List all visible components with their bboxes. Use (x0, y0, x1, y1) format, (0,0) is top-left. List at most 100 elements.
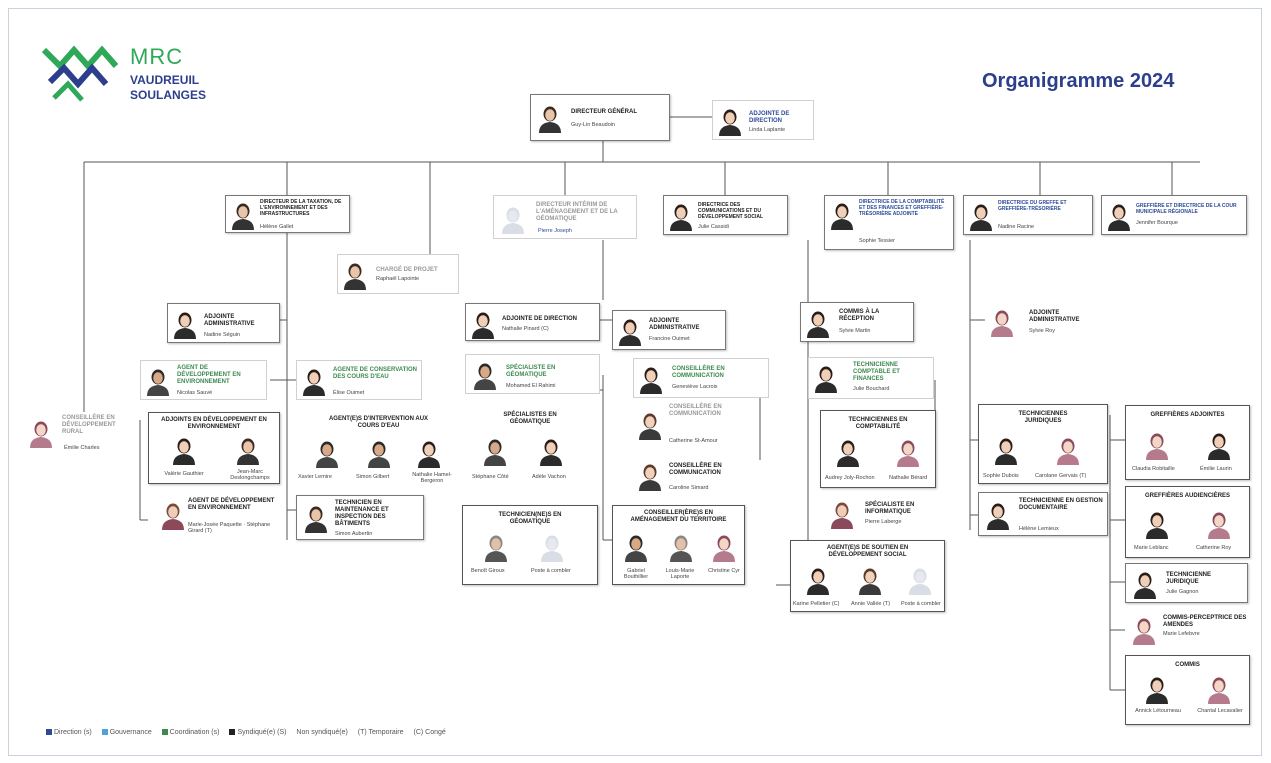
avatar (1206, 430, 1232, 460)
node-name: Jennifer Bourque (1136, 220, 1178, 226)
node-title: COMMIS À LA RÉCEPTION (839, 309, 880, 322)
node-name: Julie Cassidi (698, 224, 729, 230)
legend-item: (C) Congé (413, 729, 446, 736)
node-title: DIRECTRICE DES COMMUNICATIONS ET DU DÉVE… (698, 202, 764, 220)
group-title: COMMIS (1175, 662, 1200, 668)
node-dir-environnement: DIRECTEUR DE LA TAXATION, DE L'ENVIRONNE… (225, 195, 350, 233)
group-conseillers-amenagement: CONSEILLER(ÈRE)S EN AMÉNAGEMENT DU TERRI… (612, 505, 745, 585)
node-title: TECHNICIEN EN MAINTENANCE ET INSPECTION … (335, 500, 389, 527)
node-commis-reception: COMMIS À LA RÉCEPTION Sylvie Martin (800, 302, 914, 342)
node-name: Sylvie Martin (839, 328, 871, 334)
node-specialiste-geomatique: SPÉCIALISTE EN GÉOMATIQUE Mohamed El Rah… (465, 354, 600, 394)
avatar (482, 436, 508, 466)
node-name: Sylvie Roy (1029, 328, 1055, 334)
node-title: AGENT DE DÉVELOPPEMENT EN ENVIRONNEMENT (188, 498, 275, 511)
node-dir-greffe: DIRECTRICE DU GREFFE ET GREFFIÈRE-TRÉSOR… (963, 195, 1093, 235)
node-conseillere-communication-3: CONSEILLÈRE EN COMMUNICATION Caroline Si… (633, 455, 759, 499)
node-agent-dev-env: AGENT DE DÉVELOPPEMENT EN ENVIRONNEMENT … (140, 360, 267, 400)
avatar (235, 435, 261, 465)
member-name: Christine Cyr (708, 568, 740, 574)
mrc-logo: MRC VAUDREUIL SOULANGES (40, 38, 230, 108)
node-adjointe-direction: ADJOINTE DE DIRECTION Linda Laplante (712, 100, 814, 140)
node-name: Nicolas Sauvé (177, 390, 213, 396)
avatar (483, 532, 509, 562)
group-title: TECHNICIENNES EN COMPTABILITÉ (848, 417, 908, 430)
group-title: CONSEILLER(ÈRE)S EN AMÉNAGEMENT DU TERRI… (630, 510, 727, 523)
avatar (1206, 674, 1232, 704)
member-name: Catherine Roy (1196, 545, 1232, 551)
node-title: DIRECTEUR INTÉRIM DE L'AMÉNAGEMENT ET DE… (536, 202, 618, 222)
group-adjoints-dev-env: ADJOINTS EN DÉVELOPPEMENT EN ENVIRONNEME… (148, 412, 280, 484)
member-name: Louis-Marie Laporte (665, 568, 695, 580)
legend-item: Gouvernance (101, 729, 152, 736)
node-adjointe-admin-comm: ADJOINTE ADMINISTRATIVE Francine Ouimet (612, 310, 726, 350)
legend-swatch (161, 729, 168, 736)
node-title: CONSEILLÈRE EN COMMUNICATION (672, 366, 725, 379)
member-name: Poste à combler (901, 601, 941, 607)
node-title: CHARGÉ DE PROJET (376, 267, 438, 273)
avatar (993, 435, 1019, 465)
avatar (805, 308, 831, 338)
node-title: ADJOINTE ADMINISTRATIVE (204, 314, 255, 327)
node-adjointe-admin-env: ADJOINTE ADMINISTRATIVE Nadine Séguin (167, 303, 280, 343)
group-title: ADJOINTS EN DÉVELOPPEMENT EN ENVIRONNEME… (161, 417, 267, 430)
node-title: ADJOINTE ADMINISTRATIVE (649, 318, 700, 331)
legend-swatch (229, 729, 236, 736)
group-techniciens-geomatique: TECHNICIEN(NE)S EN GÉOMATIQUE Benoît Gir… (462, 505, 598, 585)
node-title: DIRECTEUR GÉNÉRAL (571, 109, 638, 115)
node-directeur-general: DIRECTEUR GÉNÉRAL Guy-Lin Beaudoin (530, 94, 670, 141)
avatar (171, 435, 197, 465)
avatar (895, 437, 921, 467)
avatar (500, 204, 526, 234)
node-name: Guy-Lin Beaudoin (571, 122, 616, 128)
avatar (1131, 615, 1157, 645)
member-name: Marie Leblanc (1134, 545, 1169, 551)
member-name: Karine Pelletier (C) (793, 601, 840, 607)
member-name: Nathalie Hamel-Bergeron (412, 472, 452, 484)
member-name: Claudia Robitaille (1132, 466, 1175, 472)
avatar (989, 307, 1015, 337)
group-agents-intervention: AGENT(E)S D'INTERVENTION AUX COURS D'EAU… (296, 410, 461, 490)
avatar (985, 500, 1011, 530)
avatar (1055, 435, 1081, 465)
node-dir-amenagement: DIRECTEUR INTÉRIM DE L'AMÉNAGEMENT ET DE… (493, 195, 637, 239)
node-technicien-maintenance: TECHNICIEN EN MAINTENANCE ET INSPECTION … (296, 495, 424, 540)
logo-mrc: MRC (130, 44, 184, 69)
avatar (668, 201, 694, 231)
node-name: Hélène Gallet (260, 224, 294, 230)
avatar (160, 500, 186, 530)
avatar (470, 309, 496, 339)
node-title: ADJOINTE DE DIRECTION (749, 111, 790, 124)
group-title: TECHNICIEN(NE)S EN GÉOMATIQUE (498, 512, 562, 525)
node-name: Geneviève Lacroix (672, 384, 718, 390)
avatar (416, 438, 442, 468)
avatar (813, 363, 839, 393)
member-name: Simon Gilbert (356, 474, 390, 480)
node-name: Julie Gagnon (1166, 589, 1199, 595)
node-dir-communications: DIRECTRICE DES COMMUNICATIONS ET DU DÉVE… (663, 195, 788, 235)
member-name: Xavier Lemire (298, 474, 332, 480)
node-dir-finances: DIRECTRICE DE LA COMPTABILITÉ ET DES FIN… (824, 195, 954, 250)
group-greffieres-audiencieres: GREFFIÈRES AUDIENCIÈRES Marie Leblanc Ca… (1125, 486, 1250, 558)
node-name: Mohamed El Rahimi (506, 383, 556, 389)
avatar (145, 366, 171, 396)
member-name: Stéphane Côté (472, 474, 509, 480)
legend-swatch (46, 729, 52, 736)
legend-item: (T) Temporaire (357, 729, 404, 736)
node-title: DIRECTEUR DE LA TAXATION, DE L'ENVIRONNE… (260, 199, 342, 217)
node-title: GREFFIÈRE ET DIRECTRICE DE LA COUR MUNIC… (1136, 203, 1237, 215)
node-name: Nadine Racine (998, 224, 1035, 230)
node-title: CONSEILLÈRE EN COMMUNICATION (669, 404, 722, 417)
node-technicienne-juridique-2: TECHNICIENNE JURIDIQUE Julie Gagnon (1125, 563, 1248, 603)
group-title: AGENT(E)S DE SOUTIEN EN DÉVELOPPEMENT SO… (826, 545, 909, 558)
group-greffieres-adjointes: GREFFIÈRES ADJOINTES Claudia Robitaille … (1125, 405, 1250, 480)
avatar (711, 532, 737, 562)
avatar (907, 565, 933, 595)
avatar (1106, 201, 1132, 231)
node-title: AGENT DE DÉVELOPPEMENT EN ENVIRONNEMENT (177, 365, 241, 385)
avatar (539, 532, 565, 562)
node-name: Pierre Laberge (865, 519, 902, 525)
node-name: Linda Laplante (749, 127, 786, 133)
legend-item: Non syndiqué(e) (296, 729, 348, 736)
avatar (623, 532, 649, 562)
